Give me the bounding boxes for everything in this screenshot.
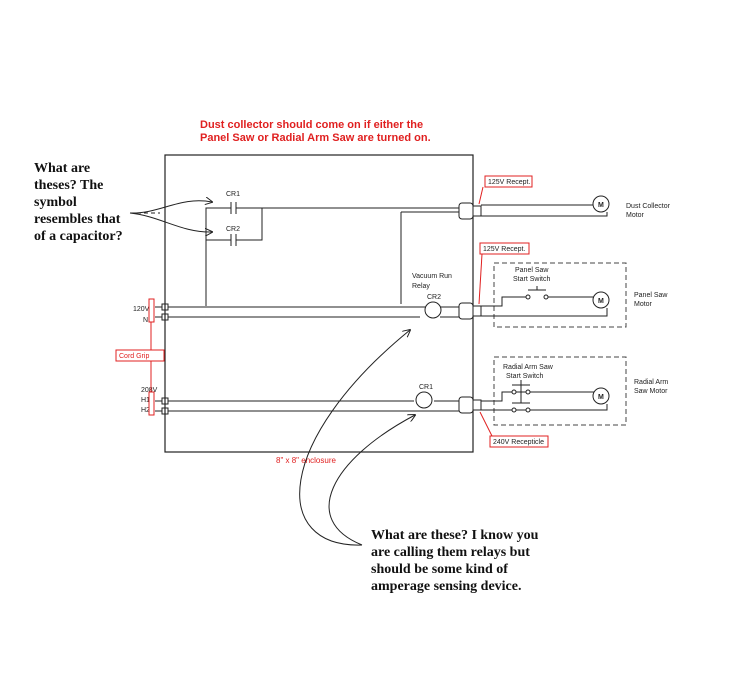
supply-terminals [155, 303, 169, 415]
header-note-line1: Dust collector should come on if either … [200, 119, 423, 131]
radial-saw-contact-d [525, 407, 531, 413]
bottom-question: What are these? I know you are calling t… [371, 528, 539, 594]
coil-cr2-label: CR2 [427, 294, 441, 301]
bus-120v [168, 306, 460, 318]
bottom-question-arrow-2 [328, 415, 415, 546]
radial-saw-motor-symbol: M [598, 394, 604, 401]
supply-208v-label: 208V [141, 387, 158, 394]
cord-grip-box [115, 349, 165, 362]
supply-h1-label: H1 [141, 397, 150, 404]
panel-saw-motor [592, 291, 610, 309]
dust-collector-circuit [481, 204, 608, 217]
radial-saw-contact-c [511, 407, 517, 413]
left-question-line1: What are [34, 161, 90, 176]
coil-cr2 [424, 301, 442, 319]
receptacle-tags [478, 175, 549, 448]
contact-cr1 [230, 202, 237, 214]
radial-saw-contact-a [511, 389, 517, 395]
coil-cr1 [415, 391, 433, 409]
supply-h2-label: H2 [141, 407, 150, 414]
left-question-line3: symbol [34, 195, 77, 210]
left-question-arrow-top [129, 201, 212, 214]
vacuum-relay-label-line1: Vacuum Run [412, 273, 452, 280]
panel-saw-motor-symbol: M [598, 298, 604, 305]
panel-saw-motor-label-line2: Motor [634, 301, 653, 308]
receptacle-3-label: 240V Recepticle [493, 439, 544, 446]
radial-saw-switch-box [493, 356, 627, 426]
coil-cr1-label: CR1 [419, 384, 433, 391]
left-question-arrow-bottom [129, 212, 212, 232]
supply-n-label: N [143, 317, 148, 324]
panel-saw-motor-label-line1: Panel Saw [634, 292, 668, 299]
bottom-question-arrow-1 [299, 330, 410, 546]
radial-saw-circuit [481, 380, 608, 411]
dust-collector-label-line1: Dust Collector [626, 203, 671, 210]
contact-cr2 [230, 234, 237, 246]
bottom-question-line3: should be some kind of [371, 562, 508, 577]
panel-saw-circuit [481, 286, 608, 317]
radial-saw-switch-label-line2: Start Switch [506, 373, 543, 380]
dust-collector-motor-symbol: M [598, 202, 604, 209]
bottom-question-line2: are calling them relays but [371, 545, 530, 560]
bus-208v [168, 400, 460, 412]
panel-saw-switch-contact-b [543, 294, 549, 300]
radial-saw-contact-b [525, 389, 531, 395]
radial-saw-motor-label-line2: Saw Motor [634, 388, 668, 395]
left-question: What are theses? The symbol resembles th… [34, 161, 123, 244]
panel-saw-switch-label-line2: Start Switch [513, 276, 550, 283]
vacuum-relay-label-line2: Relay [412, 283, 430, 290]
receptacle-2-label: 125V Recept. [483, 246, 525, 253]
header-note-line2: Panel Saw or Radial Arm Saw are turned o… [200, 132, 431, 144]
radial-saw-motor-label-line1: Radial Arm [634, 379, 668, 386]
radial-saw-switch-label-line1: Radial Arm Saw [503, 364, 554, 371]
bottom-question-line1: What are these? I know you [371, 528, 539, 543]
receptacle-plugs [458, 202, 482, 414]
left-question-line2: theses? The [34, 178, 103, 193]
contact-cr1-label: CR1 [226, 191, 240, 198]
receptacle-1-label: 125V Recept. [488, 179, 530, 186]
left-question-line4: resembles that [34, 212, 121, 227]
cord-grip-label: Cord Grip [119, 353, 149, 360]
dust-collector-label-line2: Motor [626, 212, 645, 219]
left-question-line5: of a capacitor? [34, 229, 123, 244]
dust-collector-motor [592, 195, 610, 213]
contact-cr2-label: CR2 [226, 226, 240, 233]
panel-saw-switch-contact-a [525, 294, 531, 300]
cord-grip-markers [148, 298, 155, 416]
contact-wiring [205, 207, 460, 306]
bottom-question-line4: amperage sensing device. [371, 579, 521, 594]
panel-saw-switch-label-line1: Panel Saw [515, 267, 549, 274]
panel-saw-switch-box [493, 262, 627, 328]
supply-120v-label: 120V [133, 306, 150, 313]
radial-saw-motor [592, 387, 610, 405]
